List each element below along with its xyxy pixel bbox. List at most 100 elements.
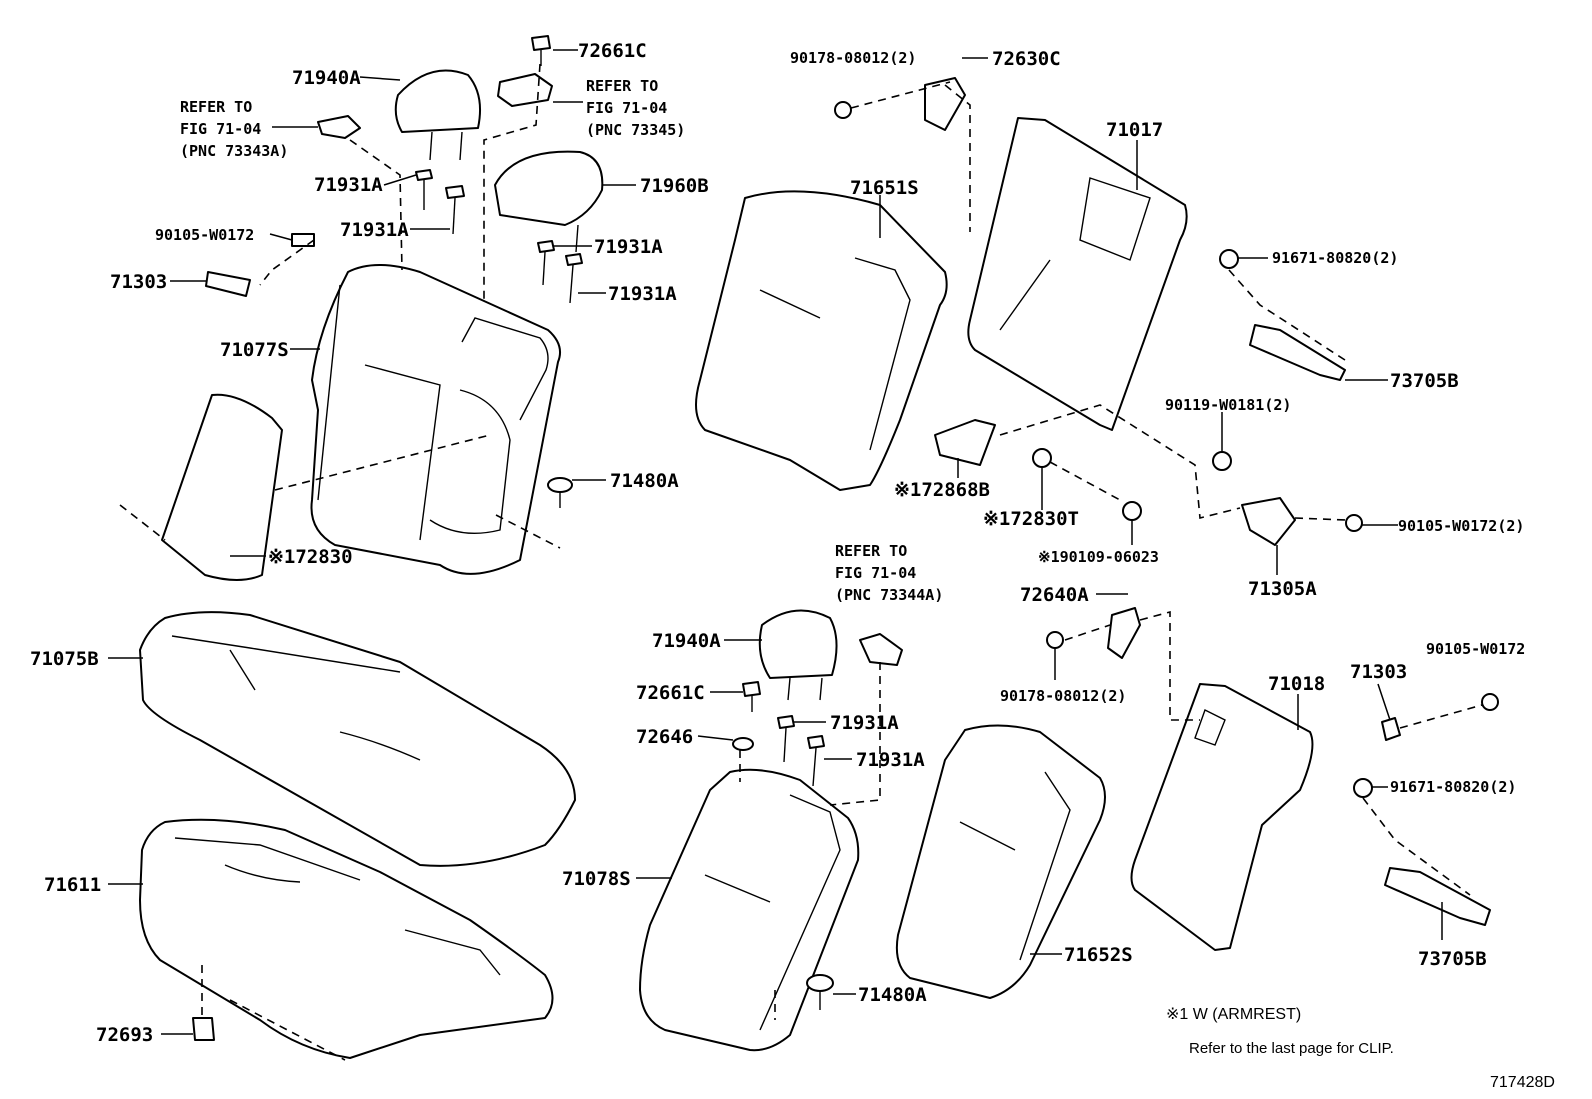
pin-72661C-bottom bbox=[742, 681, 761, 712]
label-90178-bottom: 90178-08012(2) bbox=[1000, 687, 1126, 705]
label-71651S: 71651S bbox=[850, 177, 919, 199]
label-71075B: 71075B bbox=[30, 648, 99, 670]
label-refer-top-mid-3: (PNC 73345) bbox=[586, 121, 685, 139]
pin-72661C-top bbox=[531, 35, 551, 66]
seatback-cover-71651S bbox=[695, 190, 948, 491]
frame-71017 bbox=[967, 117, 1188, 431]
label-71480A-top: 71480A bbox=[610, 470, 679, 492]
bolt-90105-right bbox=[1345, 514, 1363, 532]
label-91671-top: 91671-80820(2) bbox=[1272, 249, 1398, 267]
seatback-cover-71652S bbox=[895, 724, 1106, 999]
guide-71931A-b bbox=[445, 185, 465, 235]
label-71303-right: 71303 bbox=[1350, 661, 1407, 683]
clip-71480A-bottom bbox=[806, 974, 834, 1010]
guide-71931A-a bbox=[415, 169, 433, 210]
part-labels: 72661C 71940A REFER TO FIG 71-04 (PNC 73… bbox=[30, 40, 1525, 1046]
label-refer-top-mid-1: REFER TO bbox=[586, 77, 658, 95]
seat-cushion-pad-71611 bbox=[139, 818, 554, 1059]
label-172868B: ※172868B bbox=[894, 479, 990, 501]
clip-71480A-top bbox=[547, 477, 573, 508]
label-71940A-top: 71940A bbox=[292, 67, 361, 89]
label-72630C: 72630C bbox=[992, 48, 1061, 70]
label-71931A-2: 71931A bbox=[340, 219, 409, 241]
hinge-73705B-bottom bbox=[1384, 867, 1491, 926]
lock-72630C bbox=[924, 77, 966, 131]
nut-172830T bbox=[1032, 448, 1052, 468]
frame-71018 bbox=[1130, 683, 1314, 951]
hinge-71303-right bbox=[1381, 717, 1401, 741]
label-71931A-4: 71931A bbox=[608, 283, 677, 305]
label-90105-W0172-left: 90105-W0172 bbox=[155, 226, 254, 244]
label-71611: 71611 bbox=[44, 874, 101, 896]
guide-71931A-c bbox=[537, 240, 555, 286]
label-71960B: 71960B bbox=[640, 175, 709, 197]
label-refer-top-left-2: FIG 71-04 bbox=[180, 120, 261, 138]
seat-cushion-cover-71075B bbox=[139, 611, 576, 867]
label-refer-bottom-2: FIG 71-04 bbox=[835, 564, 916, 582]
clip-73343A bbox=[317, 115, 361, 139]
label-72661C-bottom: 72661C bbox=[636, 682, 705, 704]
label-71018: 71018 bbox=[1268, 673, 1325, 695]
hinge-71303-left bbox=[205, 271, 251, 297]
bolt-90105-left bbox=[291, 233, 315, 247]
footnote-armrest: ※1 W (ARMREST) bbox=[1166, 1006, 1301, 1023]
dashed-lines bbox=[119, 63, 1483, 1061]
armrest-172830 bbox=[161, 393, 283, 581]
label-71931A-1: 71931A bbox=[314, 174, 383, 196]
label-71940A-bottom: 71940A bbox=[652, 630, 721, 652]
hinge-73705B-top bbox=[1249, 324, 1346, 381]
label-refer-top-mid-2: FIG 71-04 bbox=[586, 99, 667, 117]
label-73705B-top: 73705B bbox=[1390, 370, 1459, 392]
label-73705B-bottom: 73705B bbox=[1418, 948, 1487, 970]
pad-172868B bbox=[934, 419, 996, 466]
label-refer-bottom-1: REFER TO bbox=[835, 542, 907, 560]
bolt-90105-right2 bbox=[1481, 693, 1499, 711]
label-90119: 90119-W0181(2) bbox=[1165, 396, 1291, 414]
label-72693: 72693 bbox=[96, 1024, 153, 1046]
label-71931A-5: 71931A bbox=[830, 712, 899, 734]
illustration-id: 717428D bbox=[1490, 1074, 1555, 1091]
label-71078S: 71078S bbox=[562, 868, 631, 890]
lock-72640A bbox=[1107, 607, 1141, 659]
label-71931A-6: 71931A bbox=[856, 749, 925, 771]
guide-71931A-f bbox=[807, 735, 825, 787]
label-72661C-top: 72661C bbox=[578, 40, 647, 62]
label-refer-top-left-1: REFER TO bbox=[180, 98, 252, 116]
clip-73345 bbox=[497, 73, 553, 107]
label-71652S: 71652S bbox=[1064, 944, 1133, 966]
bracket-71305A bbox=[1241, 497, 1296, 546]
headrest-71940A-bottom bbox=[758, 609, 838, 701]
seatback-71077S bbox=[310, 264, 561, 575]
plug-72693 bbox=[192, 1017, 215, 1041]
label-72640A: 72640A bbox=[1020, 584, 1089, 606]
label-91671-bottom: 91671-80820(2) bbox=[1390, 778, 1516, 796]
headrest-71940A-top bbox=[394, 69, 481, 161]
leader-lines bbox=[108, 49, 1443, 1035]
bolt-190109 bbox=[1122, 501, 1142, 521]
label-172830: ※172830 bbox=[268, 546, 353, 568]
bolt-91671-bottom bbox=[1353, 778, 1373, 798]
nut-90178-bottom bbox=[1046, 631, 1064, 649]
label-71931A-3: 71931A bbox=[594, 236, 663, 258]
label-refer-bottom-3: (PNC 73344A) bbox=[835, 586, 943, 604]
label-71480A-bottom: 71480A bbox=[858, 984, 927, 1006]
collar-72646 bbox=[732, 737, 754, 751]
label-190109: ※190109-06023 bbox=[1038, 548, 1159, 566]
label-90105-W0172-right2: 90105-W0172 bbox=[1426, 640, 1525, 658]
label-172830T: ※172830T bbox=[983, 508, 1079, 530]
label-72646: 72646 bbox=[636, 726, 693, 748]
headrest-71960B bbox=[494, 150, 604, 253]
guide-71931A-e bbox=[777, 715, 795, 763]
label-90105-right: 90105-W0172(2) bbox=[1398, 517, 1524, 535]
label-71303-left: 71303 bbox=[110, 271, 167, 293]
bolt-91671-top bbox=[1219, 249, 1239, 269]
clip-note: Refer to the last page for CLIP. bbox=[1189, 1040, 1394, 1057]
label-refer-top-left-3: (PNC 73343A) bbox=[180, 142, 288, 160]
label-71077S: 71077S bbox=[220, 339, 289, 361]
label-90178-top: 90178-08012(2) bbox=[790, 49, 916, 67]
bolt-90119 bbox=[1212, 451, 1232, 471]
label-71305A: 71305A bbox=[1248, 578, 1317, 600]
clip-73344A bbox=[859, 633, 903, 666]
seatback-71078S bbox=[639, 768, 860, 1052]
